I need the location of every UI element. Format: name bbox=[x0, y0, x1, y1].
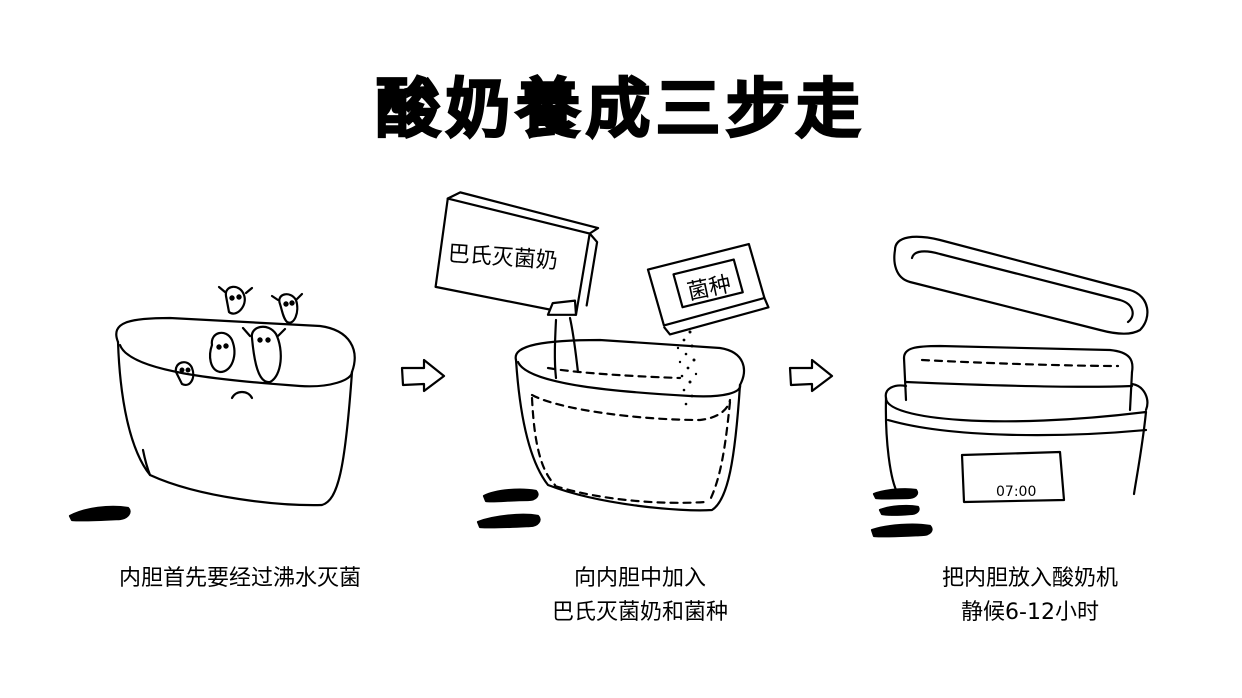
numeral-two-brush bbox=[478, 490, 540, 528]
caption-line: 内胆首先要经过沸水灭菌 bbox=[90, 562, 390, 596]
numeral-one-brush bbox=[70, 507, 130, 521]
inner-pot-in-machine-illustration bbox=[904, 346, 1132, 410]
numeral-three-brush bbox=[872, 489, 932, 536]
step-1-caption: 内胆首先要经过沸水灭菌 bbox=[90, 562, 390, 596]
caption-line: 静候6-12小时 bbox=[880, 596, 1180, 630]
caption-line: 向内胆中加入 bbox=[490, 562, 790, 596]
step-2-pot-illustration bbox=[516, 340, 744, 510]
culture-packet-label: 菌种 bbox=[685, 272, 733, 306]
caption-line: 把内胆放入酸奶机 bbox=[880, 562, 1180, 596]
step-3-caption: 把内胆放入酸奶机 静候6-12小时 bbox=[880, 562, 1180, 630]
step-1-pot-illustration bbox=[116, 318, 354, 505]
milk-stream bbox=[555, 318, 578, 378]
yogurt-maker-lid-illustration bbox=[894, 237, 1147, 334]
culture-powder-dots bbox=[677, 331, 697, 406]
timer-display: 07:00 bbox=[996, 484, 1036, 500]
caption-line: 巴氏灭菌奶和菌种 bbox=[490, 596, 790, 630]
milk-carton-label: 巴氏灭菌奶 bbox=[447, 242, 558, 275]
arrow-icon bbox=[402, 360, 444, 391]
arrow-icon bbox=[790, 360, 832, 391]
step-2-caption: 向内胆中加入 巴氏灭菌奶和菌种 bbox=[490, 562, 790, 630]
